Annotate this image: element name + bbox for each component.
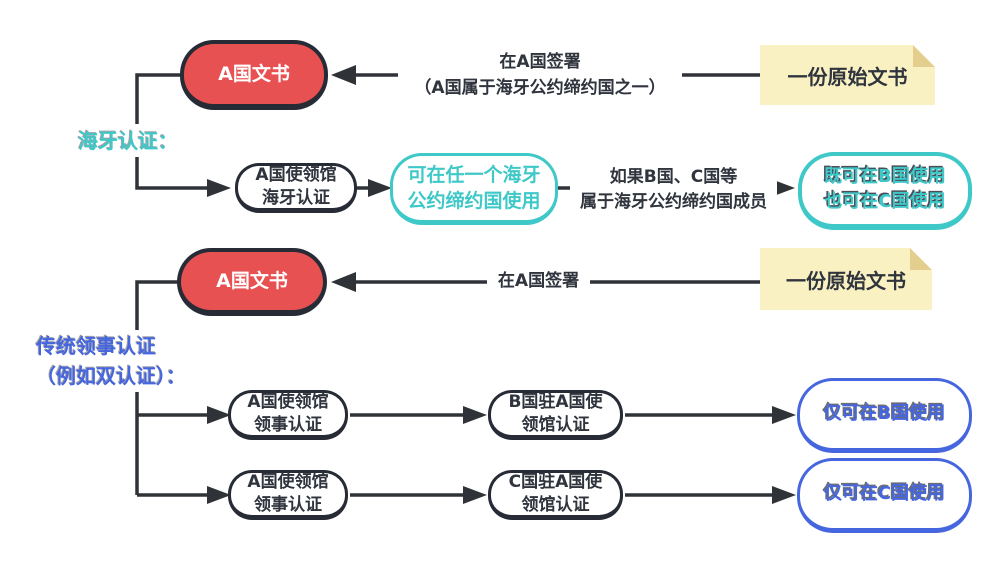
trad-b-step2-box: B国驻A国使 领馆认证 — [488, 390, 623, 440]
hague-sign-note: 在A国签署 （A国属于海牙公约缔约国之一） — [398, 49, 682, 102]
arrowhead-right-trad-c2 — [463, 486, 487, 504]
arrowhead-right-hague-step — [207, 179, 231, 197]
trad-c-result-label: 仅可在C国使用 — [823, 483, 946, 505]
hague-original-doc-sticky: 一份原始文书 — [760, 45, 935, 105]
hague-scope-line2: 公约缔约国使用 — [407, 190, 541, 212]
arrowhead-left-trad-doc — [331, 272, 356, 292]
hague-result-box: 既可在B国使用 也可在C国使用 — [798, 152, 972, 230]
trad-document-box: A国文书 — [177, 248, 327, 316]
arrowhead-right-trad-b2 — [463, 406, 487, 424]
hague-section-label: 海牙认证： — [72, 124, 195, 157]
trad-section-label-line1: 传统领事认证 — [36, 334, 156, 358]
hague-condition-note: 如果B国、C国等 属于海牙公约缔约国成员 — [570, 165, 777, 215]
hague-original-doc-label: 一份原始文书 — [787, 64, 908, 89]
trad-b-step2-line2: 领馆认证 — [521, 415, 590, 435]
trad-b-step2-line1: B国驻A国使 — [508, 391, 603, 412]
hague-result-line1: 既可在B国使用 — [824, 166, 946, 188]
hague-step-line2: 海牙认证 — [262, 188, 330, 208]
trad-c-step2-line2: 领馆认证 — [521, 495, 590, 515]
trad-trunk-line — [135, 280, 179, 495]
trad-section-label: 传统领事认证 （例如双认证）： — [30, 330, 232, 392]
trad-c-step1-box: A国使领馆 领事认证 — [228, 470, 348, 520]
trad-sign-note: 在A国签署 — [487, 267, 590, 297]
arrowhead-right-trad-c3 — [772, 486, 796, 504]
trad-b-step1-line1: A国使领馆 — [247, 391, 329, 412]
arrowhead-right-hague-result — [771, 179, 795, 197]
hague-condition-line1: 如果B国、C国等 — [609, 166, 738, 187]
trad-document-label: A国文书 — [216, 269, 288, 292]
arrowhead-right-trad-b3 — [772, 406, 796, 424]
hague-sign-note-line1: 在A国签署 — [499, 52, 581, 72]
hague-document-label: A国文书 — [218, 62, 290, 85]
arrowhead-left-hague-doc — [331, 65, 356, 85]
trad-section-label-line2: （例如双认证）： — [36, 364, 186, 388]
hague-scope-box: 可在任一个海牙 公约缔约国使用 — [390, 153, 558, 225]
trad-c-step2-line1: C国驻A国使 — [508, 471, 603, 492]
trad-b-result-label: 仅可在B国使用 — [823, 403, 946, 425]
arrowhead-right-hague-scope — [368, 179, 392, 197]
trad-c-step2-box: C国驻A国使 领馆认证 — [488, 470, 623, 520]
arrowhead-right-trad-b1 — [207, 406, 231, 424]
hague-scope-line1: 可在任一个海牙 — [407, 163, 541, 186]
hague-apostille-step-box: A国使领馆 海牙认证 — [235, 163, 357, 213]
hague-step-line1: A国使领馆 — [255, 164, 337, 185]
trad-original-doc-sticky: 一份原始文书 — [760, 248, 932, 310]
trad-original-doc-label: 一份原始文书 — [786, 268, 906, 293]
trad-b-step1-box: A国使领馆 领事认证 — [228, 390, 348, 440]
trad-b-step1-line2: 领事认证 — [254, 415, 322, 435]
arrowhead-right-trad-c1 — [207, 486, 231, 504]
hague-sign-note-line2: （A国属于海牙公约缔约国之一） — [414, 77, 666, 98]
trad-b-result-box: 仅可在B国使用 — [797, 378, 972, 453]
hague-document-box: A国文书 — [180, 40, 328, 110]
trad-c-result-box: 仅可在C国使用 — [797, 458, 972, 533]
hague-result-line2: 也可在C国使用 — [824, 191, 946, 212]
trad-c-step1-line2: 领事认证 — [254, 495, 322, 515]
trad-c-step1-line1: A国使领馆 — [247, 471, 329, 492]
hague-condition-line2: 属于海牙公约缔约国成员 — [580, 192, 767, 212]
